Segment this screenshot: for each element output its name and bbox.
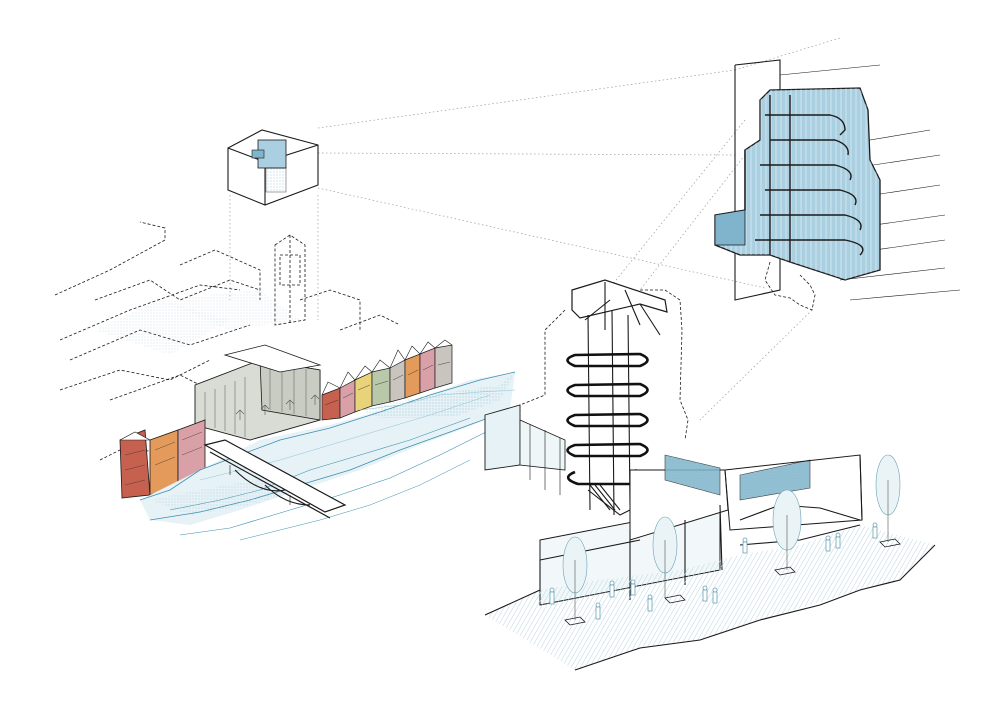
projection-lines xyxy=(229,37,841,421)
tree-icon xyxy=(562,454,901,620)
person-icon xyxy=(549,522,878,620)
plaza-ground xyxy=(484,524,936,671)
bridge xyxy=(203,439,347,519)
old-town-context xyxy=(54,221,401,461)
promenade-trees xyxy=(235,394,320,420)
key-cube xyxy=(227,129,319,206)
staircase-icon xyxy=(566,352,649,516)
tower-detail xyxy=(714,59,961,311)
riverside-buildings xyxy=(119,339,453,499)
